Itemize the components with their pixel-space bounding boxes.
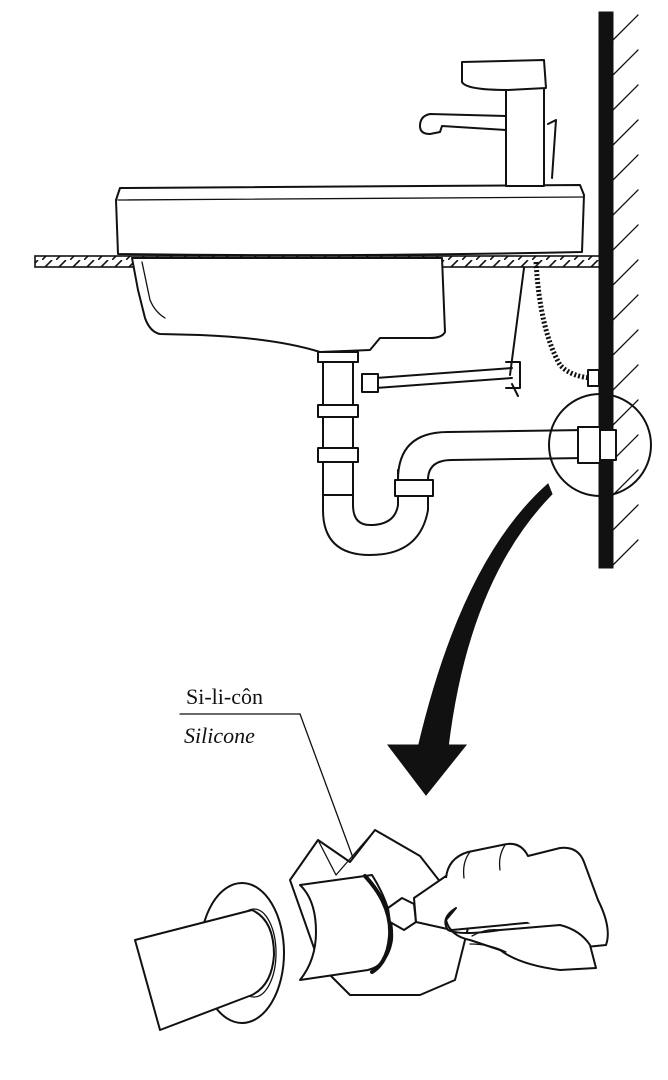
- hand-lower-fingers: [469, 928, 507, 953]
- faucet-lever: [461, 59, 547, 91]
- wall-fitting: [599, 429, 617, 461]
- hand-lower: [444, 907, 597, 971]
- detail-arrow-shaft: [417, 483, 553, 749]
- angle-valve: [587, 369, 600, 387]
- wall-section: [598, 11, 614, 569]
- faucet-rear-rod: [547, 119, 557, 179]
- callout-label-vi: Si-li-côn: [186, 684, 263, 709]
- sink-bowl-inner: [141, 261, 166, 319]
- lever-clip: [505, 361, 521, 397]
- pop-up-rod: [509, 267, 525, 376]
- drain-flange: [317, 351, 359, 363]
- masking-paper-fold: [317, 829, 376, 876]
- faucet-body: [505, 81, 545, 187]
- lever-nut: [361, 373, 379, 393]
- wall-flange: [577, 426, 601, 464]
- flexible-hose: [533, 261, 597, 381]
- hand-upper: [445, 842, 609, 949]
- slip-nut-upper: [317, 404, 359, 418]
- lever-rod: [375, 367, 513, 389]
- faucet-spout: [419, 113, 507, 135]
- detail-pipe: [134, 909, 275, 1031]
- hand-upper-fingers: [462, 844, 506, 879]
- detail-arrow: [386, 483, 553, 796]
- silicone-bead: [363, 874, 393, 974]
- faucet: [419, 59, 557, 187]
- sink-bowl: [131, 257, 446, 353]
- basin-rim: [115, 184, 585, 257]
- slip-nut-lower: [317, 447, 359, 463]
- detail-view: [134, 829, 609, 1031]
- tailpiece: [322, 359, 354, 496]
- basin-rim-edge: [117, 196, 585, 201]
- wall-hatching: [612, 14, 639, 566]
- pipes: [317, 261, 617, 556]
- detail-arrow-head: [386, 744, 468, 796]
- callout-label-en: Silicone: [184, 723, 255, 748]
- callout-leader: [299, 713, 357, 867]
- silicone-callout: Si-li-côn Silicone: [179, 684, 357, 867]
- detail-circle: [548, 393, 652, 497]
- trap-slip-nut: [394, 479, 434, 497]
